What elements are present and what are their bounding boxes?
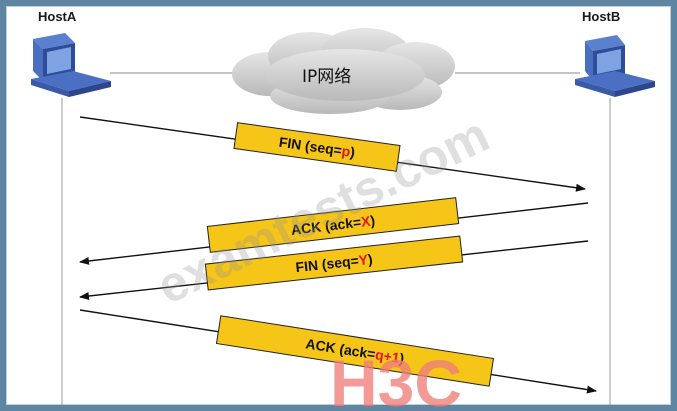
message-1-var: p bbox=[341, 143, 352, 160]
image-frame-inner bbox=[6, 6, 671, 405]
host-a-label: HostA bbox=[38, 9, 77, 24]
message-3-prefix: FIN (seq= bbox=[295, 252, 360, 275]
message-1-suffix: ) bbox=[349, 144, 356, 160]
message-ack-ack-q1: ACK (ack=q+1) bbox=[215, 315, 495, 387]
message-fin-seq-p: FIN (seq=p) bbox=[233, 122, 401, 172]
message-4-var: q+1 bbox=[374, 346, 401, 366]
host-a-computer-icon bbox=[31, 33, 111, 97]
ip-network-cloud bbox=[232, 28, 455, 114]
message-3-suffix: ) bbox=[367, 251, 373, 267]
ip-network-label: IP网络 bbox=[302, 67, 351, 87]
message-2-var: X bbox=[360, 213, 372, 230]
message-fin-seq-y: FIN (seq=Y) bbox=[204, 235, 464, 291]
message-ack-ack-x: ACK (ack=X) bbox=[206, 197, 460, 253]
message-4-suffix: ) bbox=[398, 350, 405, 367]
svg-text:FIN (seq=Y): FIN (seq=Y) bbox=[295, 251, 374, 275]
message-3-var: Y bbox=[358, 251, 370, 268]
host-b-label: HostB bbox=[582, 9, 620, 24]
message-2-suffix: ) bbox=[369, 212, 375, 228]
host-b-computer-icon bbox=[575, 35, 655, 97]
h3c-logo: H3C bbox=[330, 346, 462, 411]
